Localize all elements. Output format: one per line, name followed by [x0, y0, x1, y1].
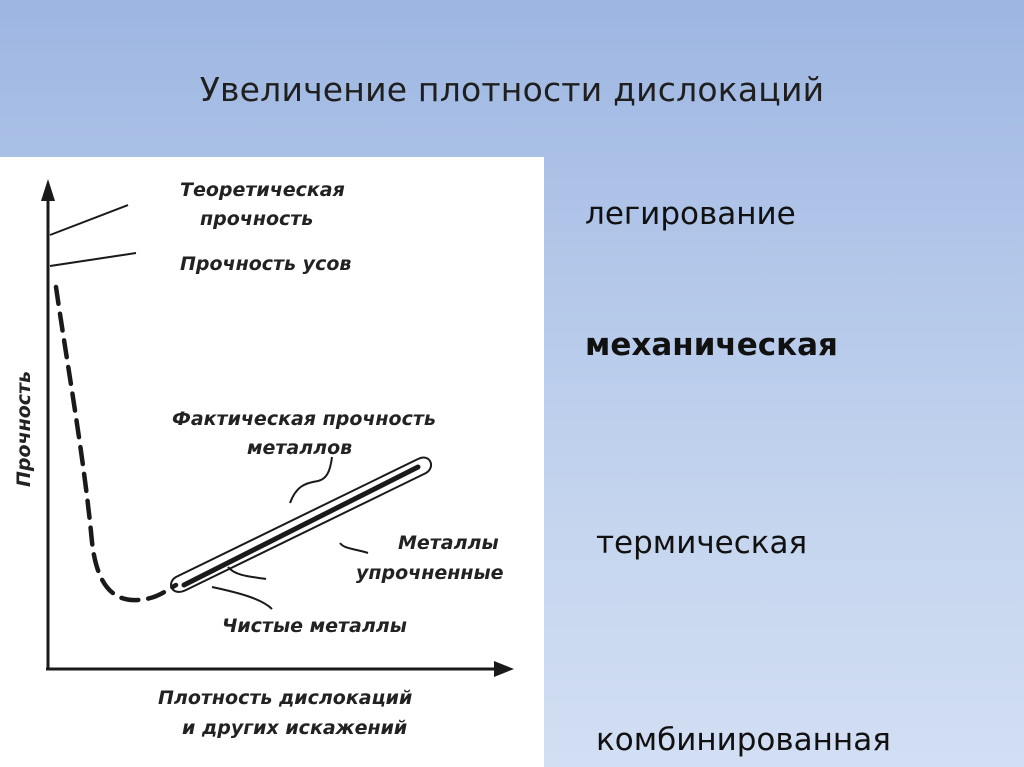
- theoretical-strength-leader: [49, 204, 129, 236]
- theoretical-strength-label-line1: Теоретическая: [180, 179, 345, 201]
- method-mechanical: механическая: [585, 327, 838, 363]
- hardened-metals-label-line1: Металлы: [398, 532, 499, 554]
- hardened-metals-leader: [339, 542, 369, 554]
- x-axis-label-line1: Плотность дислокаций: [158, 687, 412, 709]
- method-thermal: термическая: [596, 525, 808, 561]
- hardened-metals-band: [170, 456, 433, 593]
- method-alloying: легирование: [585, 196, 796, 232]
- strength-curve-dashed: [53, 284, 179, 603]
- x-axis-arrowhead: [494, 661, 514, 677]
- pure-metals-label: Чистые металлы: [222, 615, 407, 637]
- y-axis-arrowhead: [41, 179, 55, 201]
- theoretical-strength-label-line2: прочность: [200, 208, 313, 230]
- strength-vs-dislocation-diagram: Прочность Теоретическая прочность Прочно…: [13, 179, 514, 739]
- pure-metals-leader: [211, 586, 273, 610]
- y-axis-label: Прочность: [13, 371, 35, 487]
- actual-strength-label-line1: Фактическая прочность: [172, 408, 436, 430]
- strength-diagram-panel: Прочность Теоретическая прочность Прочно…: [0, 157, 544, 767]
- whiskers-strength-label: Прочность усов: [180, 253, 351, 275]
- hardened-metals-label-line2: упрочненные: [356, 562, 504, 584]
- whiskers-strength-leader: [49, 252, 137, 267]
- pure-metals-line: [181, 464, 421, 588]
- hardened-metals-lower-bracket: [227, 566, 267, 580]
- method-combined: комбинированная: [596, 722, 891, 758]
- x-axis-label-line2: и других искажений: [182, 717, 407, 739]
- slide-title: Увеличение плотности дислокаций: [199, 70, 825, 109]
- actual-strength-label-line2: металлов: [247, 437, 352, 459]
- actual-strength-bracket: [289, 456, 333, 504]
